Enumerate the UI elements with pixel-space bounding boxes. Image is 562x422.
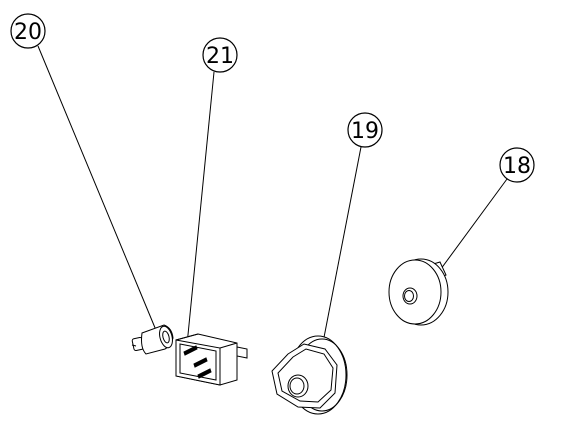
callout-20-label: 20 (14, 20, 42, 45)
part-20-pin-tab (131, 344, 137, 347)
part-18-boss-face (404, 290, 414, 302)
part-19-octagon-inner (277, 348, 334, 403)
callout-21-leader (185, 71, 215, 356)
part-21-socket (175, 333, 248, 386)
part-21-slot-middle (193, 357, 208, 368)
part-21-top-edge (175, 333, 199, 341)
callout-21: 21 (183, 37, 238, 358)
callout-19: 19 (310, 112, 383, 397)
callout-19-circle (347, 112, 383, 148)
callout-21-circle (202, 37, 238, 73)
part-19-boss-face (289, 377, 305, 395)
part-19-knob (271, 335, 348, 415)
part-20-connector (131, 324, 174, 355)
callout-20-circle (10, 13, 46, 49)
part-19-octagon (271, 343, 338, 409)
callout-21-label: 21 (206, 44, 234, 69)
part-20-end-bore (162, 330, 170, 344)
callout-20-leader (37, 45, 159, 336)
callout-18-circle (499, 147, 535, 183)
part-21-top-edge-right (219, 342, 238, 349)
part-21-lug (236, 346, 248, 359)
callout-18-label: 18 (503, 154, 531, 179)
part-21-slot-bottom (197, 368, 212, 379)
callout-20: 20 (10, 13, 161, 339)
callout-19-label: 19 (351, 119, 379, 144)
part-18-cap (388, 258, 449, 326)
part-21-slot-top (183, 345, 198, 356)
